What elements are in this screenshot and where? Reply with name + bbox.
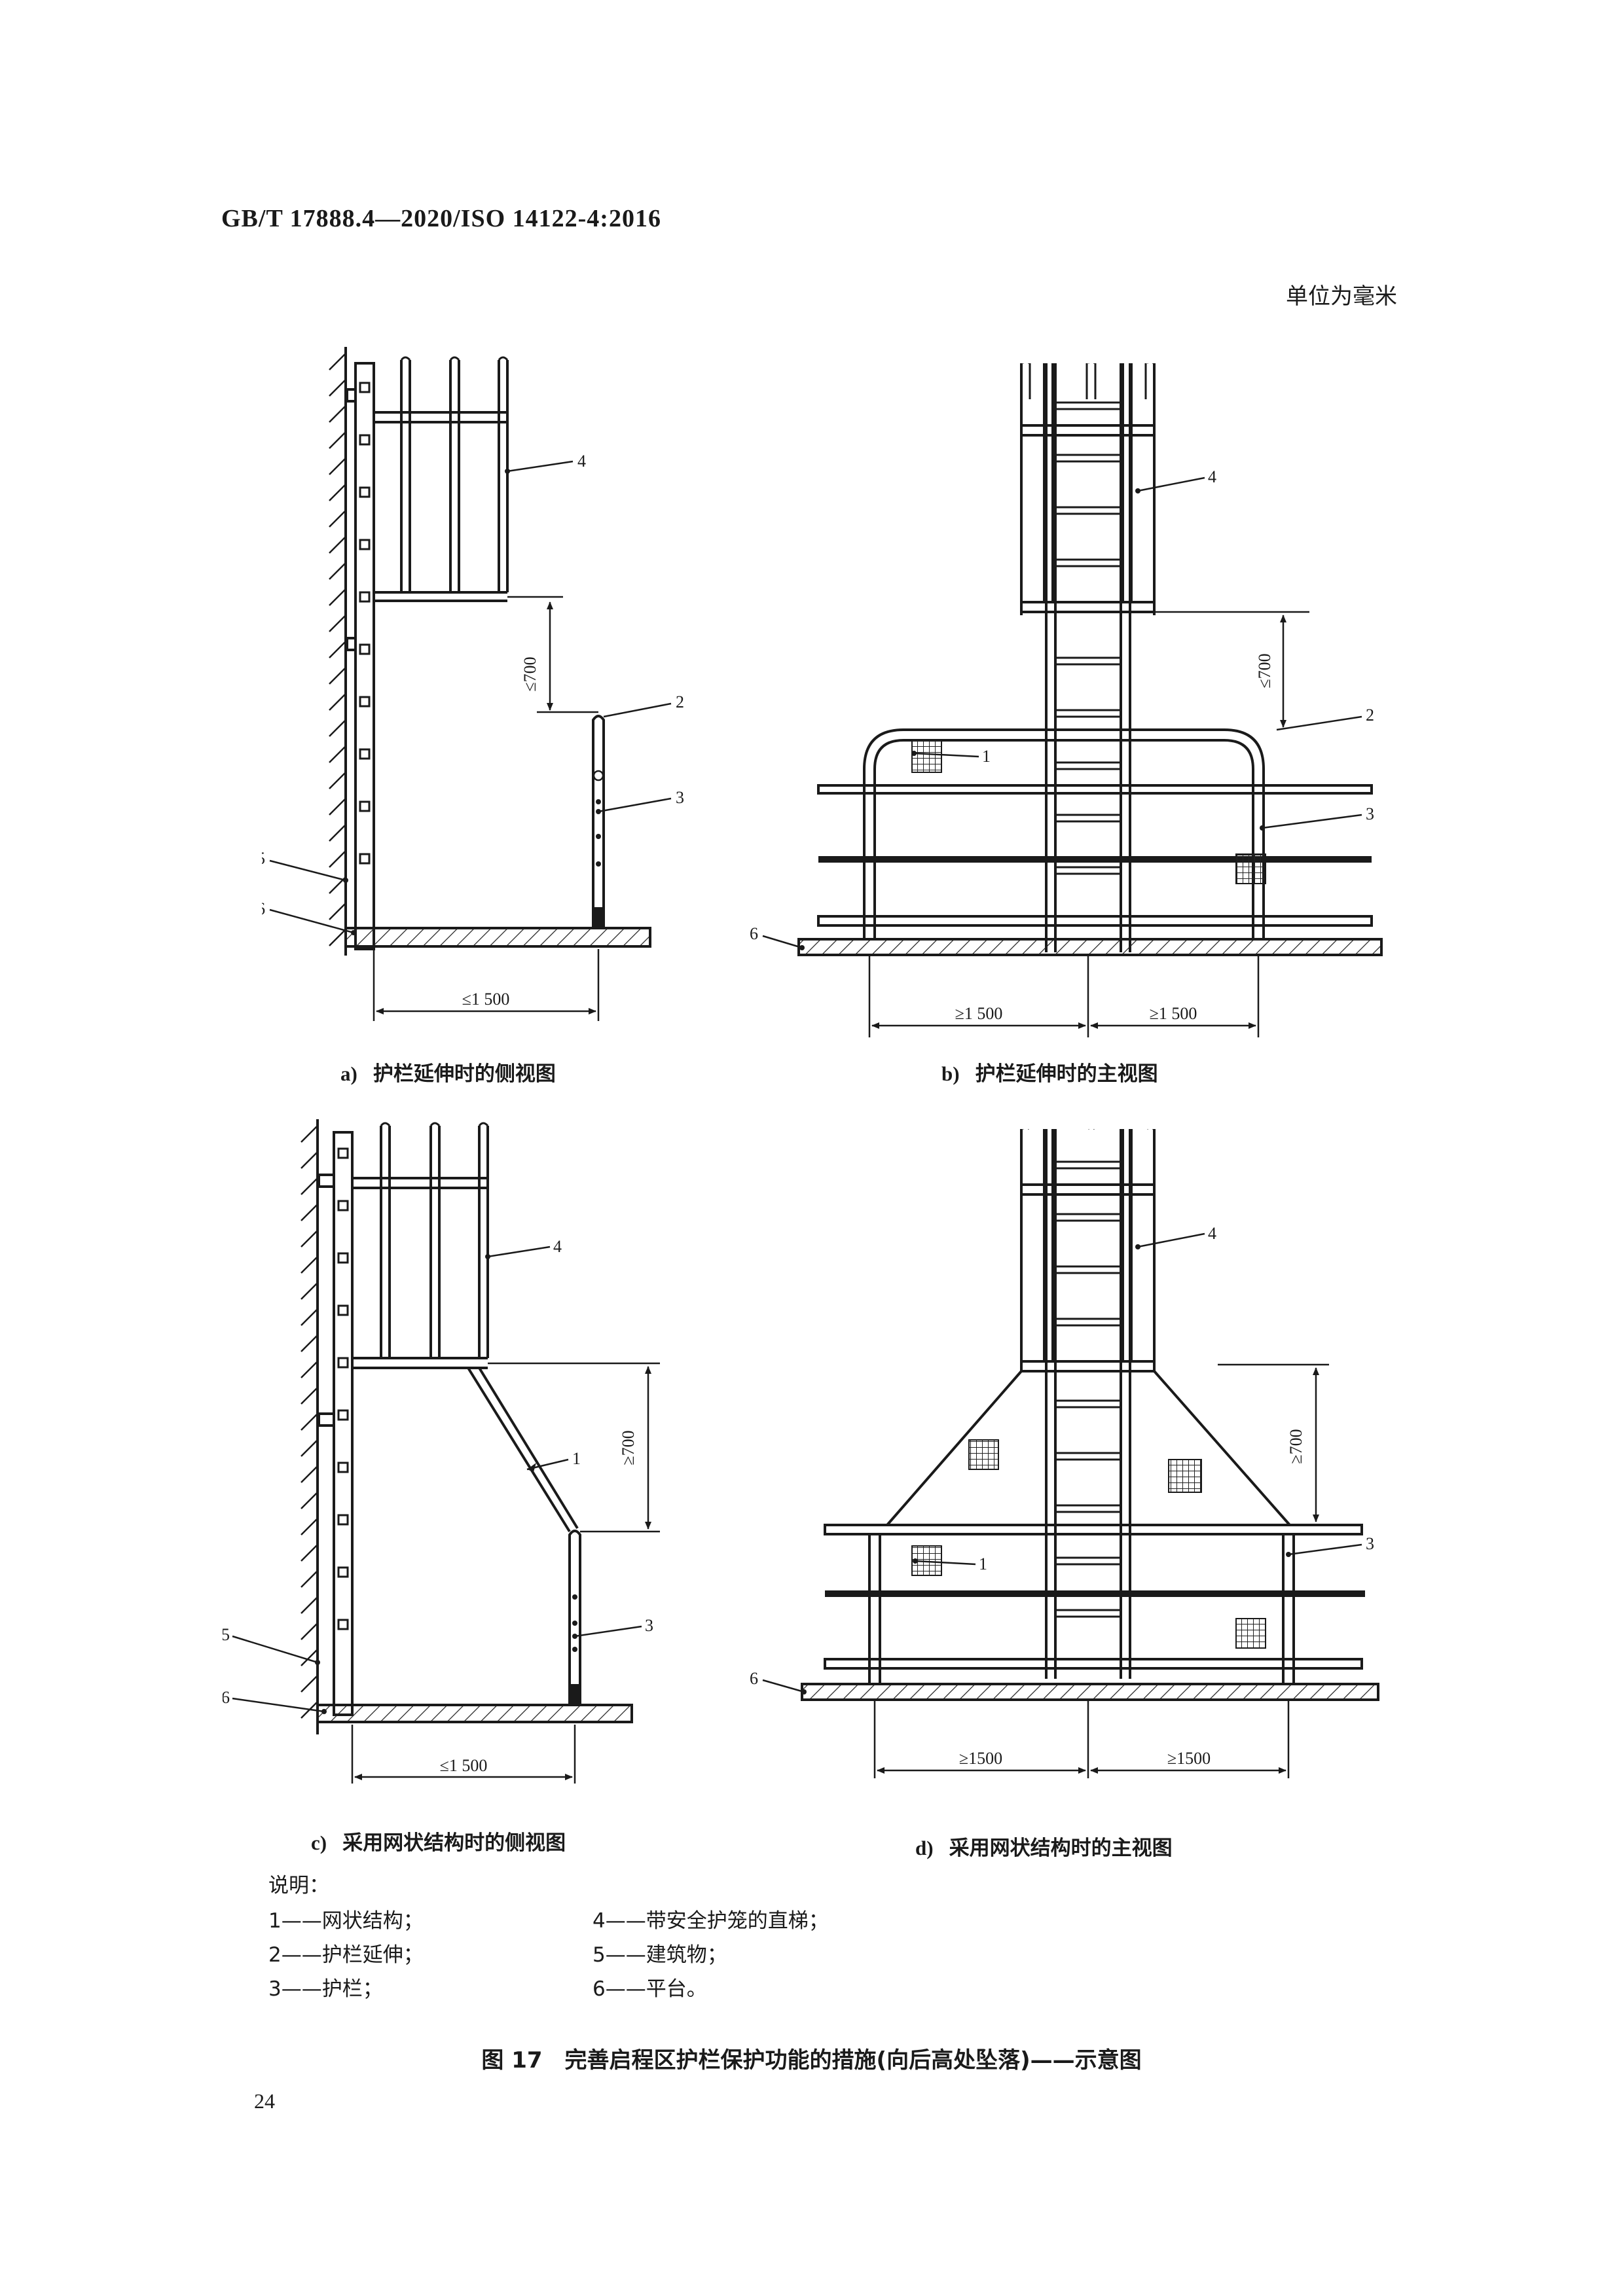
callout-6: 6 [750, 1669, 758, 1688]
callout-5: 5 [262, 849, 265, 868]
figure-d-front-view-mesh: ≥700 ≥1500 ≥1500 4 3 1 6 [750, 1129, 1379, 1778]
callout-4: 4 [577, 452, 586, 471]
figure-d-vertical-dimension: ≥700 [1286, 1429, 1305, 1463]
figure-a-horizontal-dimension: ≤1 500 [462, 990, 510, 1009]
callout-3: 3 [1366, 1534, 1374, 1553]
figure-b-vertical-dimension: ≤700 [1255, 653, 1274, 688]
callout-2: 2 [676, 692, 684, 711]
callout-5: 5 [223, 1625, 230, 1644]
legend-title: 说明： [268, 1874, 329, 1897]
figure-b-caption: b)护栏延伸时的主视图 [941, 1062, 1158, 1086]
callout-6: 6 [262, 899, 265, 918]
callout-3: 3 [1366, 804, 1374, 823]
figure-c-side-view-mesh: ≥700 ≤1 500 4 1 3 5 6 [223, 1119, 660, 1784]
unit-note: 单位为毫米 [1286, 283, 1397, 310]
figure-b-left-dimension: ≥1 500 [955, 1004, 1003, 1023]
callout-1: 1 [982, 747, 991, 766]
callout-1: 1 [979, 1554, 987, 1573]
standard-code: GB/T 17888.4—2020/ISO 14122-4:2016 [221, 205, 661, 232]
legend: 说明： 1——网状结构； 4——带安全护笼的直梯； 2——护栏延伸； 5——建筑… [268, 1869, 829, 2006]
figure-b-right-dimension: ≥1 500 [1150, 1004, 1197, 1023]
page-number: 24 [254, 2089, 275, 2113]
figure-a-side-view-extension: ≤700 ≤1 500 4 2 3 5 6 [262, 347, 684, 1021]
figure-b-front-view-extension: ≤700 ≥1 500 ≥1 500 4 2 3 1 6 [750, 363, 1383, 1037]
figure-d-right-dimension: ≥1500 [1167, 1749, 1211, 1768]
legend-item: 3——护栏； [268, 1977, 383, 2001]
callout-4: 4 [553, 1237, 562, 1256]
legend-item: 1——网状结构； [268, 1909, 424, 1933]
callout-3: 3 [645, 1616, 653, 1635]
legend-item: 2——护栏延伸； [268, 1943, 424, 1967]
figure-d-caption: d)采用网状结构时的主视图 [915, 1837, 1173, 1860]
legend-item: 4——带安全护笼的直梯； [593, 1909, 829, 1933]
callout-6: 6 [223, 1688, 230, 1707]
legend-item: 6——平台。 [593, 1977, 707, 2001]
figure-d-left-dimension: ≥1500 [959, 1749, 1002, 1768]
figure-a-vertical-dimension: ≤700 [520, 656, 539, 691]
figure-c-caption: c)采用网状结构时的侧视图 [311, 1831, 566, 1855]
callout-3: 3 [676, 788, 684, 807]
figure-c-vertical-dimension: ≥700 [619, 1430, 638, 1465]
figure-title: 图 17 完善启程区护栏保护功能的措施(向后高处坠落)——示意图 [481, 2047, 1142, 2073]
callout-4: 4 [1208, 467, 1216, 486]
callout-6: 6 [750, 924, 758, 943]
callout-1: 1 [572, 1449, 581, 1468]
figure-c-horizontal-dimension: ≤1 500 [440, 1756, 488, 1775]
callout-4: 4 [1208, 1224, 1216, 1243]
figure-a-caption: a)护栏延伸时的侧视图 [340, 1062, 556, 1086]
callout-2: 2 [1366, 706, 1374, 725]
legend-item: 5——建筑物； [593, 1943, 727, 1967]
